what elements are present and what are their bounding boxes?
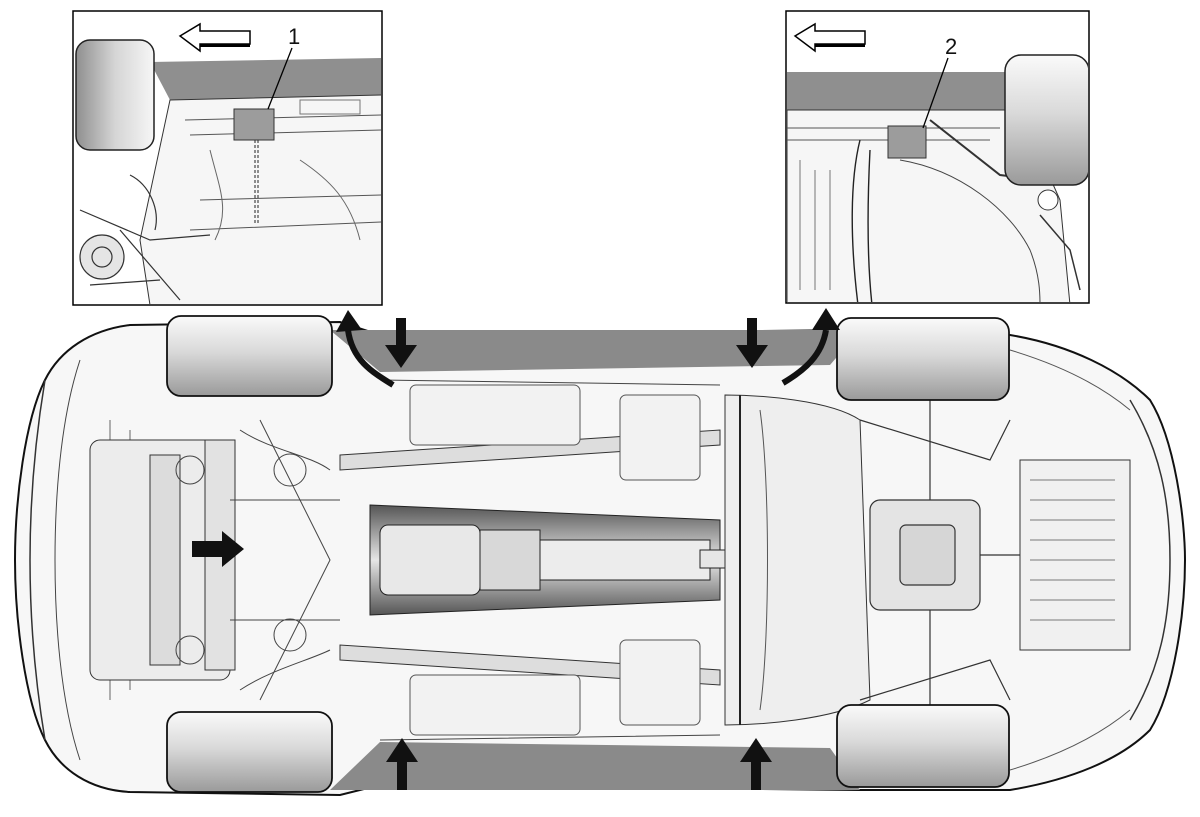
vehicle-underbody [13, 315, 1187, 797]
jack-pad-marker-1 [233, 108, 275, 141]
jack-pad-marker-2 [887, 125, 927, 159]
front-direction-arrow-1 [178, 22, 251, 53]
inset-pointer-arrow-1 [345, 329, 395, 388]
front-direction-arrow-2 [793, 22, 866, 53]
callout-leader-2 [922, 57, 949, 129]
tire-front-left [166, 315, 333, 397]
inset-pointer-arrow-2 [781, 329, 829, 386]
callout-label-1: 1 [288, 24, 300, 49]
inset-front-left: 1 [72, 10, 383, 306]
lift-point-arrow-front-left [385, 318, 417, 368]
front-crossmember-arrow [192, 531, 244, 567]
tire-rear-left [836, 317, 1010, 401]
lift-point-arrow-front-right [386, 738, 418, 790]
lift-point-arrow-rear-right [740, 738, 772, 790]
callout-label-2: 2 [945, 34, 957, 59]
tire-front-right [166, 711, 333, 793]
tire-rear-right [836, 704, 1010, 788]
inset-rear-left: 2 [785, 10, 1090, 304]
callout-leader-1 [267, 47, 293, 110]
lift-point-arrow-rear-left [736, 318, 768, 368]
